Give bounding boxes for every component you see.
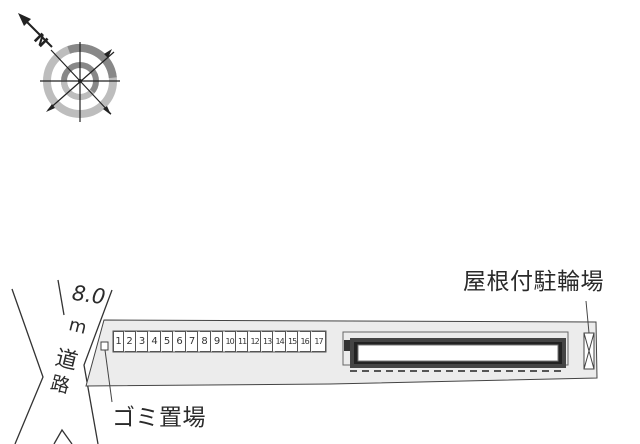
- parking-slot: 3: [137, 331, 149, 352]
- parking-slot: 11: [237, 331, 249, 352]
- north-label: N: [30, 30, 52, 52]
- bicycle-parking-structure: [583, 300, 595, 370]
- building: [342, 331, 569, 372]
- parking-slot: 5: [162, 331, 174, 352]
- parking-slot: 4: [149, 331, 161, 352]
- parking-slot: 14: [274, 331, 286, 352]
- parking-slot: 6: [174, 331, 186, 352]
- parking-slot: 7: [187, 331, 199, 352]
- parking-slot: 15: [287, 331, 299, 352]
- covered-bicycle-parking-label: 屋根付駐輪場: [463, 269, 604, 295]
- parking-slot: 2: [124, 331, 136, 352]
- parking-slot: 1: [113, 331, 125, 352]
- parking-slot: 12: [249, 331, 261, 352]
- parking-slot: 9: [212, 331, 224, 352]
- road-outline: [11, 279, 113, 444]
- road-width-label: 8.0: [70, 280, 107, 310]
- garbage-area-label: ゴミ置場: [112, 405, 206, 431]
- parking-slot: 13: [262, 331, 274, 352]
- parking-slot: 8: [199, 331, 211, 352]
- parking-slot: 16: [299, 331, 311, 352]
- compass-rose-icon: [18, 13, 120, 122]
- parking-slot: 17: [312, 331, 326, 352]
- parking-slot: 10: [224, 331, 236, 352]
- garbage-area: [100, 341, 113, 403]
